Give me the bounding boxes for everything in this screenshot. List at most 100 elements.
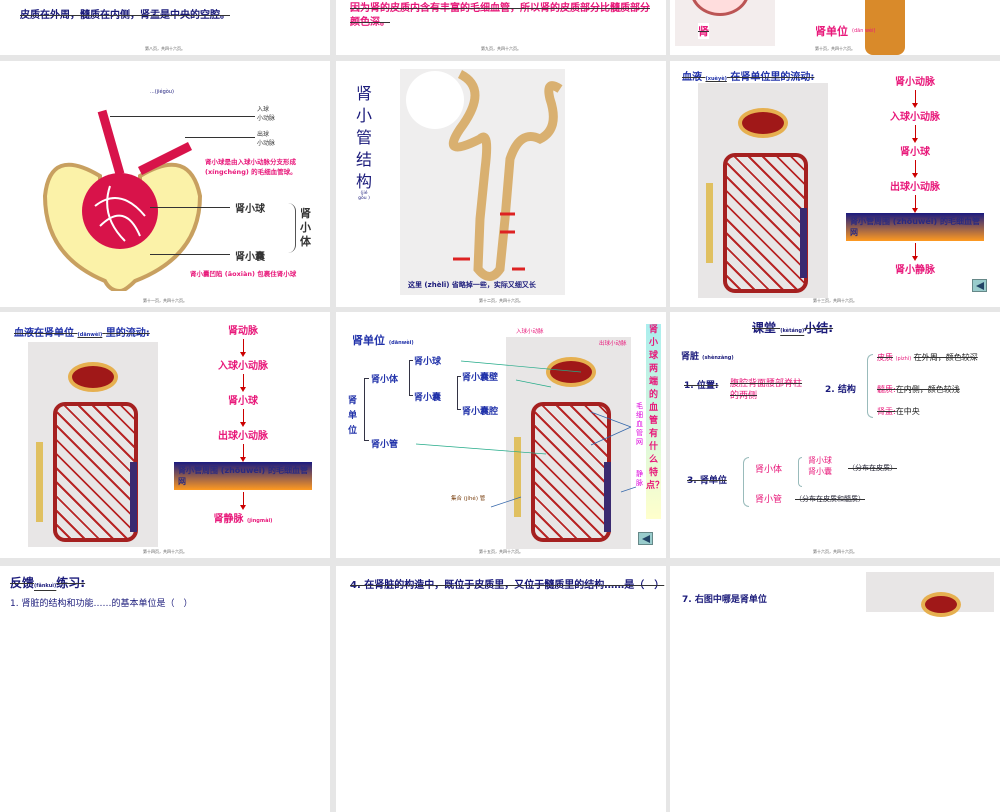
nephron-label: 3. 肾单位 bbox=[687, 476, 727, 486]
slide-text: 皮质在外周，髓质在内侧，肾盂是中央的空腔。 bbox=[20, 10, 230, 21]
slide-footer: 第九页，共四十六页。 bbox=[481, 46, 521, 51]
label-kidney: 肾 bbox=[698, 23, 709, 39]
title-rest: 练习: bbox=[56, 576, 86, 590]
pinyin: (dān wèi) bbox=[852, 28, 876, 34]
pinyin: (shènzàng) bbox=[702, 355, 734, 361]
slide-title: ...(jiégòu) bbox=[150, 89, 174, 95]
flow-step: 肾小球 bbox=[900, 147, 930, 158]
flow-step: 入球小动脉 bbox=[218, 361, 268, 372]
capsule-label: 肾小囊 bbox=[808, 467, 832, 476]
cortex-desc: 在外周，颜色较深 bbox=[913, 353, 978, 362]
tree-capsule: 肾小囊 bbox=[414, 393, 442, 403]
slide-thumbnail-18[interactable]: 4. 在肾脏的构造中，既位于皮质里，又位于髓质里的结构……是（ ） bbox=[336, 566, 666, 812]
slide-footer: 第八页，共四十六页。 bbox=[145, 46, 185, 51]
back-button[interactable] bbox=[972, 279, 987, 292]
cortex-label: 皮质 bbox=[877, 353, 893, 362]
title: 反馈 bbox=[10, 576, 35, 590]
title: 肾单位 bbox=[352, 334, 385, 347]
tubule-label: 肾小管 bbox=[755, 495, 783, 505]
pinyin: (dānwèi) bbox=[388, 340, 414, 346]
title: 血液在肾单位 bbox=[14, 328, 74, 339]
pinyin: (jié gòu ) bbox=[358, 191, 370, 201]
pinyin: (fǎnkuì) bbox=[34, 583, 57, 589]
note-capsule: 肾小囊凹陷 (āoxiàn) 包裹住肾小球 bbox=[190, 270, 297, 278]
label-afferent: 入球小动脉 bbox=[516, 329, 544, 335]
slide-thumbnail-14[interactable]: 血液在肾单位 (dānwèi) 里的流动: 肾动脉 入球小动脉 肾小球 出球小动… bbox=[0, 312, 330, 558]
flow-step: 肾动脉 bbox=[228, 326, 258, 337]
glomerulus-label: 肾小球 bbox=[808, 456, 832, 465]
label-vein: 静脉 bbox=[636, 470, 643, 487]
label-corpuscle: 肾小体 bbox=[300, 207, 311, 248]
slide-text: 因为肾的皮质内含有丰富的毛细血管，所以肾的皮质部分比髓质部分颜色深。 bbox=[350, 3, 650, 28]
slide-footer: 第十页，共四十六页。 bbox=[815, 46, 855, 51]
kidney-label: 肾脏 bbox=[681, 352, 700, 362]
slide-thumbnail-9[interactable]: 因为肾的皮质内含有丰富的毛细血管，所以肾的皮质部分比髓质部分颜色深。 第九页，共… bbox=[336, 0, 666, 55]
caption: 这里 (zhèlǐ) 省略掉一些，实际又细又长 bbox=[408, 281, 536, 289]
pointer-lines bbox=[415, 360, 637, 508]
slide-thumbnail-8[interactable]: 皮质在外周，髓质在内侧，肾盂是中央的空腔。 第八页，共四十六页。 bbox=[0, 0, 330, 55]
nephron-image bbox=[865, 0, 905, 55]
slide-thumbnail-17[interactable]: 反馈(fǎnkuì)练习: 1. 肾脏的结构和功能……的基本单位是（ ） bbox=[0, 566, 330, 812]
pinyin: (kètáng) bbox=[780, 328, 805, 334]
position-value: 腹腔背面腰部脊柱的两侧 bbox=[730, 379, 803, 401]
slide-thumbnail-11[interactable]: ...(jiégòu) 入球 小动脉 出球 小动脉 肾小球是由入球小动脉分支形成… bbox=[0, 61, 330, 307]
tree-capsule-wall: 肾小囊壁 bbox=[462, 373, 499, 383]
title-rest: 小结: bbox=[804, 321, 834, 335]
tree-capsule-cavity: 肾小囊腔 bbox=[462, 407, 499, 417]
medulla-label: 髓质: bbox=[877, 385, 896, 394]
glomerulus-diagram bbox=[42, 109, 203, 291]
nephron-image bbox=[28, 342, 158, 547]
slide-thumbnail-10[interactable]: 肾 肾单位 (dān wèi) 第十页，共四十六页。 bbox=[670, 0, 1000, 55]
flow-step: 出球小动脉 bbox=[218, 431, 268, 442]
flow-step: 肾静脉 bbox=[213, 514, 244, 525]
title-rest: 在肾单位里的流动: bbox=[730, 72, 815, 83]
title: 血液 bbox=[682, 72, 702, 83]
slide-thumbnail-16[interactable]: 课堂 (kètáng)小结: 肾脏 (shènzàng) 1. 位置: 腹腔背面… bbox=[670, 312, 1000, 558]
slide-title: 肾小管结构 bbox=[356, 84, 373, 191]
position-label: 1. 位置: bbox=[684, 381, 719, 391]
structure-label: 2. 结构 bbox=[825, 385, 856, 395]
slide-footer: 第十五页，共四十六页。 bbox=[479, 549, 523, 554]
slide-thumbnail-19[interactable]: 7. 右图中哪是肾单位 bbox=[670, 566, 1000, 812]
label-collecting-duct: 集合 (jíhé) 管 bbox=[451, 496, 486, 502]
pinyin: (jìngmài) bbox=[247, 518, 273, 524]
corpuscle-label: 肾小体 bbox=[755, 465, 783, 475]
slide-footer: 第十一页，共四十六页。 bbox=[143, 298, 187, 303]
tubule-image: 这里 (zhèlǐ) 省略掉一些，实际又细又长 bbox=[400, 69, 565, 295]
pelvis-desc: 在中央 bbox=[895, 407, 920, 416]
flow-step-highlight: 肾小管周围 (zhōuwéi) 的毛细血管网 bbox=[174, 462, 312, 490]
slide-footer: 第十六页，共四十六页。 bbox=[813, 549, 857, 554]
label-efferent: 出球小动脉 bbox=[599, 341, 627, 347]
flow-step: 出球小动脉 bbox=[890, 182, 940, 193]
flow-step: 肾小球 bbox=[228, 396, 258, 407]
flow-step: 肾小静脉 bbox=[895, 265, 935, 276]
slide-footer: 第十三页，共四十六页。 bbox=[813, 298, 857, 303]
question-line: 1. 肾脏的结构和功能……的基本单位是（ ） bbox=[10, 599, 193, 609]
flow-step: 入球小动脉 bbox=[890, 112, 940, 123]
pinyin: (dānwèi) bbox=[77, 332, 103, 338]
note-glomerulus: 肾小球是由入球小动脉分支形成 (xíngchéng) 的毛细血管球。 bbox=[205, 158, 297, 176]
distribution-2: （分布在皮质和髓质） bbox=[795, 495, 865, 503]
slide-footer: 第十四页，共四十六页。 bbox=[143, 549, 187, 554]
title: 课堂 bbox=[752, 321, 777, 335]
label-glomerulus: 肾小球 bbox=[235, 204, 265, 215]
distribution-1: （分布在皮质） bbox=[848, 464, 897, 472]
title-rest: 里的流动: bbox=[105, 328, 150, 339]
tree-root: 肾单位 bbox=[348, 396, 358, 436]
tree-tubule: 肾小管 bbox=[371, 440, 399, 450]
kidney-image bbox=[675, 0, 775, 46]
question-text: 7. 右图中哪是肾单位 bbox=[682, 595, 767, 605]
label-capsule: 肾小囊 bbox=[235, 252, 265, 263]
back-button[interactable] bbox=[638, 532, 653, 545]
slide-thumbnail-15[interactable]: 肾单位 (dānwèi) 肾单位 肾小体 肾小管 肾小球 肾小囊 肾小囊壁 肾小… bbox=[336, 312, 666, 558]
label-afferent-arteriole: 入球 小动脉 bbox=[257, 106, 276, 122]
slide-thumbnail-13[interactable]: 血液 (xuèyè) 在肾单位里的流动: 肾小动脉 入球小动脉 肾小球 出球小动… bbox=[670, 61, 1000, 307]
pelvis-label: 肾盂: bbox=[877, 407, 896, 416]
medulla-desc: 在内侧，颜色较浅 bbox=[895, 385, 960, 394]
slide-footer: 第十二页，共四十六页。 bbox=[479, 298, 523, 303]
slide-thumbnail-12[interactable]: 肾小管结构 (jié gòu ) 这里 (zhèlǐ) 省略掉一些，实际又细又长… bbox=[336, 61, 666, 307]
nephron-image bbox=[866, 572, 994, 617]
flow-step: 肾小动脉 bbox=[895, 77, 935, 88]
question-box: 肾小球两端的血管有什么特点？ bbox=[646, 324, 664, 519]
label-efferent-arteriole: 出球 小动脉 bbox=[257, 131, 276, 147]
